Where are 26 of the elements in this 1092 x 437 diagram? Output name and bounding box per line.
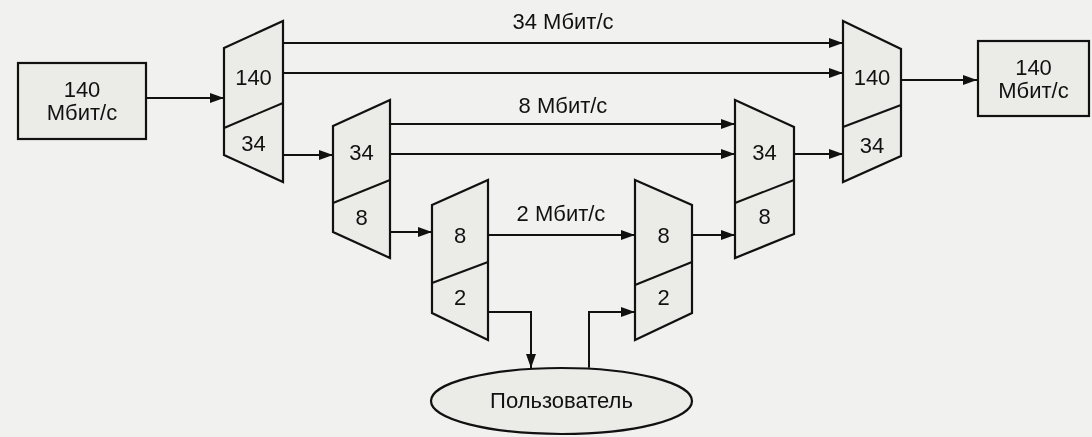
bit-rate-level-label: 2: [657, 286, 670, 310]
bit-rate-level-label: 2: [453, 286, 467, 310]
bit-rate-level-label: 140: [235, 66, 272, 90]
bit-rate-level-label: 8: [657, 224, 670, 248]
stream-label: 140 Мбит/с: [997, 55, 1070, 102]
bit-rate-level-label: 8: [758, 205, 771, 229]
user-ellipse: [430, 367, 693, 435]
bit-rate-level-label: 8: [453, 224, 467, 248]
demultiplexer-trapezoid: [432, 180, 488, 340]
multiplexer-trapezoid: [635, 180, 692, 340]
arrow: [588, 307, 636, 369]
bit-rate-level-label: 34: [859, 134, 885, 158]
bit-rate-level-label: 8: [355, 206, 368, 230]
bit-rate-level-label: 34: [349, 141, 374, 165]
bit-rate-level-label: 140: [853, 66, 891, 90]
stream-label: 140 Мбит/с: [45, 77, 119, 125]
bit-rate-level-label: 34: [241, 132, 266, 156]
multiplexer-trapezoid: [843, 21, 901, 182]
stream-box: [17, 62, 147, 140]
bit-rate-level-label: 34: [752, 141, 777, 165]
arrow: [146, 93, 225, 103]
user-label: Пользователь: [490, 389, 633, 413]
multiplexer-trapezoid: [735, 100, 794, 258]
demultiplexer-trapezoid: [333, 100, 390, 258]
demultiplexer-trapezoid: [224, 21, 283, 182]
stream-box: [977, 40, 1090, 117]
